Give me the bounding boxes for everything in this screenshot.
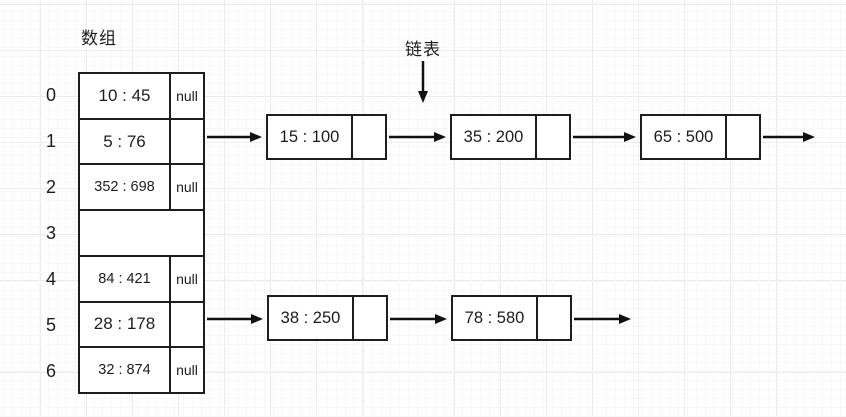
array-entry: 28 : 178 <box>80 302 171 347</box>
node-pointer-cell <box>353 116 385 158</box>
array-index-0: 0 <box>45 85 56 105</box>
array-index-4: 4 <box>45 269 56 289</box>
array-title: 数组 <box>81 29 117 48</box>
array-pointer-cell: null <box>176 270 198 287</box>
array-pointer-cell <box>171 303 203 347</box>
array-row-0: 10 : 45 null <box>80 74 203 118</box>
node-value: 78 : 580 <box>453 297 538 339</box>
array-index-1: 1 <box>45 131 56 151</box>
array-entry: 84 : 421 <box>80 256 171 301</box>
array-pointer-cell: null <box>176 87 198 104</box>
node-value: 38 : 250 <box>269 297 354 339</box>
array-pointer-cell: null <box>176 362 198 379</box>
linked-list-title: 链表 <box>405 40 441 59</box>
array-row-2: 352 : 698 null <box>80 163 203 210</box>
array-index-5: 5 <box>45 315 56 335</box>
array-entry: 10 : 45 <box>80 74 171 118</box>
list-node: 78 : 580 <box>451 295 572 341</box>
array-entry: 32 : 874 <box>80 348 171 393</box>
node-value: 35 : 200 <box>452 116 537 158</box>
list-node: 35 : 200 <box>450 114 571 160</box>
array-row-3 <box>80 209 203 255</box>
list-node: 38 : 250 <box>267 295 388 341</box>
list-node: 65 : 500 <box>640 114 761 160</box>
node-value: 65 : 500 <box>642 116 727 158</box>
array-pointer-cell <box>171 120 203 164</box>
array-index-2: 2 <box>45 177 56 197</box>
array-entry <box>80 211 171 255</box>
array-index-6: 6 <box>45 361 56 381</box>
node-pointer-cell <box>538 297 570 339</box>
node-pointer-cell <box>354 297 386 339</box>
array-row-6: 32 : 874 null <box>80 346 203 393</box>
array-entry: 352 : 698 <box>80 165 171 210</box>
node-pointer-cell <box>727 116 759 158</box>
array-pointer-cell <box>171 211 203 255</box>
list-node: 15 : 100 <box>266 114 387 160</box>
array-pointer-cell: null <box>176 179 198 196</box>
array-index-3: 3 <box>45 223 56 243</box>
bucket-array: 10 : 45 null 5 : 76 352 : 698 null 84 : … <box>78 72 205 394</box>
node-pointer-cell <box>537 116 569 158</box>
array-entry: 5 : 76 <box>80 119 171 164</box>
array-row-1: 5 : 76 <box>80 117 203 164</box>
array-row-4: 84 : 421 null <box>80 254 203 301</box>
node-value: 15 : 100 <box>268 116 353 158</box>
array-row-5: 28 : 178 <box>80 300 203 347</box>
